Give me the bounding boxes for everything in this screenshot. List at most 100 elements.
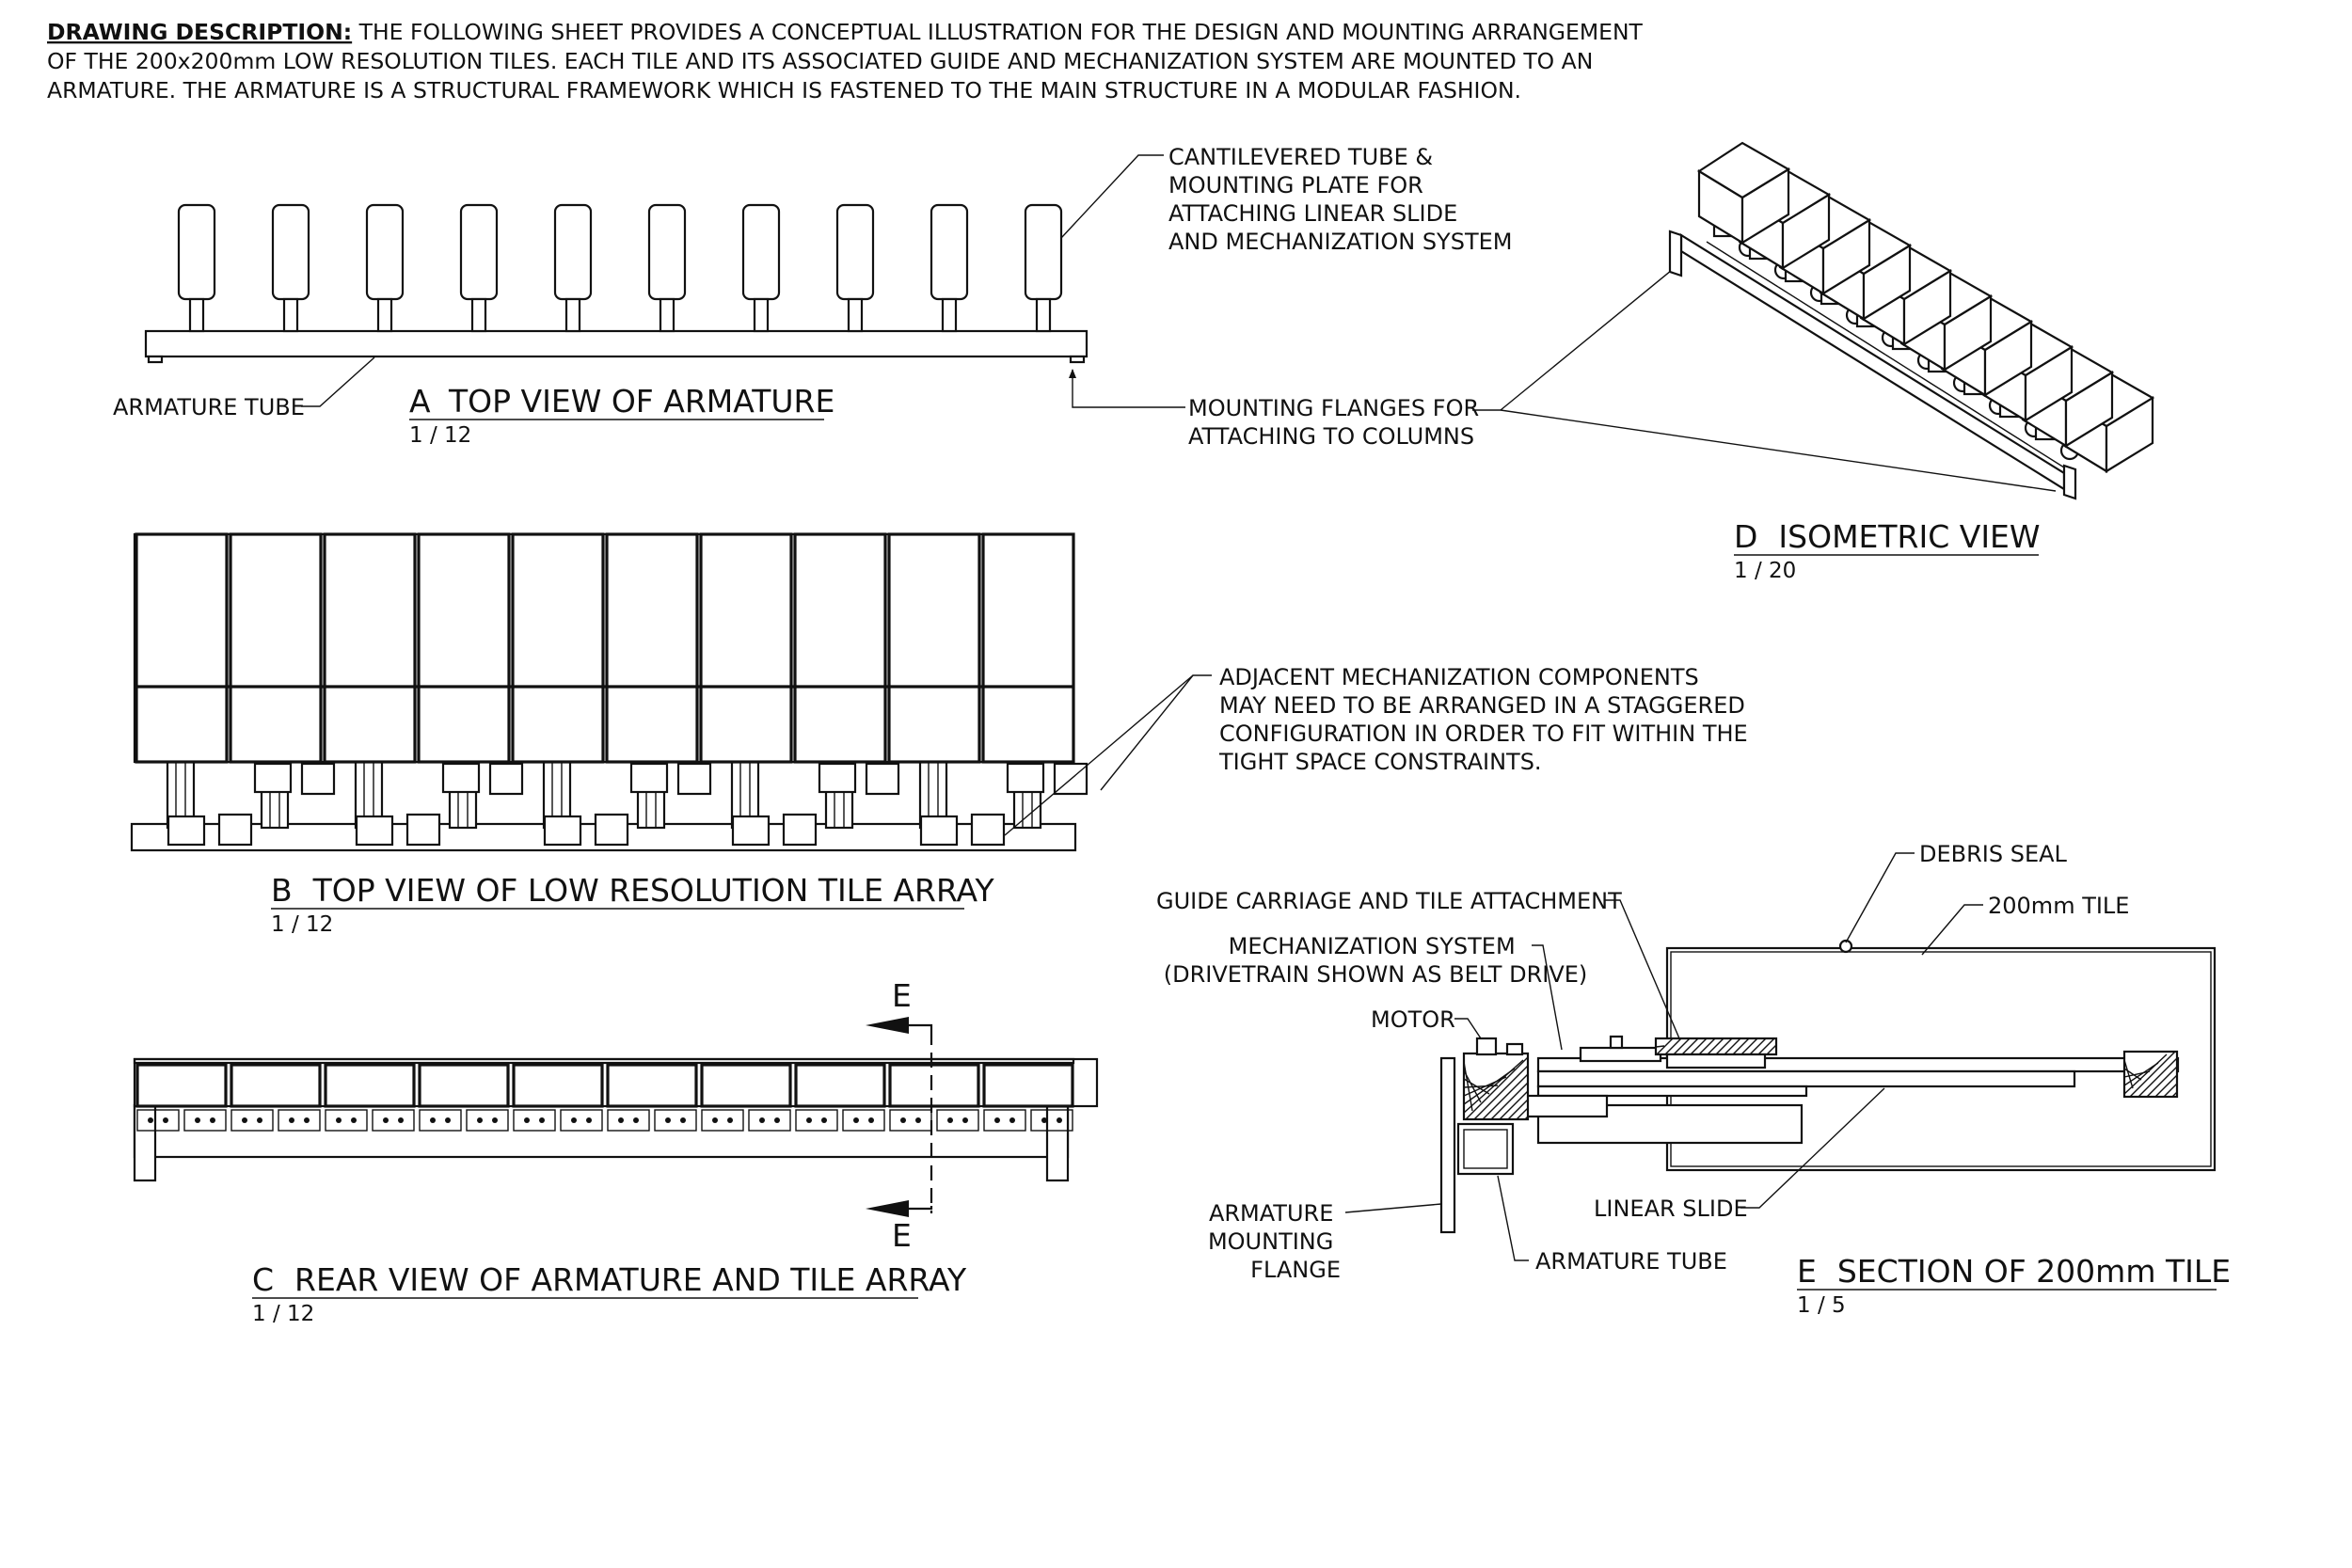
hatch-line (1463, 1085, 1499, 1088)
hatch-line (1507, 1099, 1529, 1120)
c-tile (606, 1063, 698, 1108)
b-motor (167, 815, 206, 847)
c-fastener (351, 1117, 357, 1123)
callout-armature-tube-e: ARMATURE TUBE (1535, 1248, 1727, 1275)
c-mech-unit (842, 1109, 885, 1132)
c-mech-unit (560, 1109, 603, 1132)
leader-armature-flange (1344, 1203, 1442, 1213)
iso-slide (1849, 331, 1886, 356)
c-tile-lower-edge (133, 1057, 1075, 1065)
b-tile (887, 532, 981, 764)
c-fastener (524, 1117, 530, 1123)
e-belt-tensioner (1609, 1035, 1624, 1050)
c-fastener (806, 1117, 812, 1123)
e-carriage-body (1665, 1053, 1767, 1069)
mounting-plate (553, 203, 593, 301)
callout-linear-slide: LINEAR SLIDE (1594, 1196, 1748, 1222)
hatch-line (2123, 1059, 2134, 1089)
debris-seal-symbol (1838, 939, 1853, 954)
callout-mounting-flanges: MOUNTING FLANGES FOR ATTACHING TO COLUMN… (1188, 395, 1486, 450)
hatch-line (1690, 1037, 1708, 1055)
view-c-scale: 1 / 12 (252, 1302, 314, 1326)
iso-slide (2027, 444, 2065, 468)
hatch-line (1673, 1037, 1691, 1055)
mounting-plate (930, 203, 969, 301)
c-mech-unit (230, 1109, 274, 1132)
b-motor (543, 815, 582, 847)
b-drive (488, 762, 524, 796)
e-slide-base (1536, 1085, 1808, 1098)
cantilever-stem (564, 297, 581, 333)
b-tile (793, 532, 887, 764)
c-fastener (383, 1117, 389, 1123)
c-fastener (618, 1117, 624, 1123)
b-tile (417, 532, 511, 764)
c-tile (324, 1063, 416, 1108)
b-drive (865, 762, 900, 796)
hatch-line (2123, 1070, 2151, 1078)
iso-slide (1956, 399, 1994, 423)
b-motor (1006, 762, 1045, 794)
hatch-line (1516, 1107, 1529, 1120)
b-motor (355, 815, 394, 847)
c-fastener (727, 1117, 733, 1123)
b-drive (676, 762, 712, 796)
leader-200mm-tile (1921, 904, 1983, 956)
mounting-plate (271, 203, 310, 301)
section-marker-top: E (892, 977, 912, 1014)
c-fastener (148, 1117, 153, 1123)
hatch-line (1732, 1037, 1750, 1055)
c-fastener (195, 1117, 200, 1123)
hatch-line (2137, 1057, 2178, 1098)
hatch-line (1465, 1056, 1529, 1120)
hatch-line (1524, 1116, 1529, 1120)
hatch-line (2171, 1091, 2178, 1098)
mounting-plate (741, 203, 781, 301)
hatch-line (2123, 1068, 2142, 1081)
hatch-line (1463, 1059, 1524, 1114)
c-fastener (430, 1117, 436, 1123)
leader-flange-iso-left (1500, 265, 1677, 411)
b-drive (970, 813, 1006, 847)
callout-motor: MOTOR (1371, 1006, 1455, 1033)
c-fastener (571, 1117, 577, 1123)
b-drive (405, 813, 441, 847)
hatch-line (1707, 1037, 1724, 1055)
c-fastener (586, 1117, 592, 1123)
c-fastener (947, 1117, 953, 1123)
leader-armature-tube-a (301, 356, 375, 407)
c-fastener (868, 1117, 874, 1123)
c-fastener (257, 1117, 262, 1123)
c-fastener (680, 1117, 686, 1123)
leader-motor (1454, 1018, 1482, 1039)
leader-adjacent-2 (1004, 674, 1194, 836)
mounting-plate (1024, 203, 1063, 301)
cantilever-stem (1035, 297, 1052, 333)
callout-200mm-tile: 200mm TILE (1988, 893, 2129, 919)
hatch-line (2123, 1062, 2159, 1086)
view-a-callouts: ARMATURE TUBE CANTILEVERED TUBE & MOUNTI… (113, 144, 1512, 448)
e-armature-tube-section (1456, 1122, 1515, 1176)
c-tile (512, 1063, 604, 1108)
callout-armature-flange: ARMATURE MOUNTING FLANGE (1208, 1200, 1341, 1283)
b-motor (629, 762, 669, 794)
c-fastener (1009, 1117, 1015, 1123)
c-tile (135, 1063, 228, 1108)
iso-flange-left (1668, 230, 1683, 277)
cantilever-stem (188, 297, 205, 333)
mounting-plate (459, 203, 499, 301)
c-fastener (398, 1117, 404, 1123)
c-fastener (242, 1117, 247, 1123)
cantilever-stem (376, 297, 393, 333)
hatch-line (2154, 1074, 2178, 1098)
hatch-line (1757, 1037, 1775, 1055)
c-mech-unit (1030, 1109, 1073, 1132)
hatch-line (1664, 1037, 1682, 1055)
c-mech-unit (466, 1109, 509, 1132)
callout-debris-seal: DEBRIS SEAL (1919, 841, 2068, 867)
